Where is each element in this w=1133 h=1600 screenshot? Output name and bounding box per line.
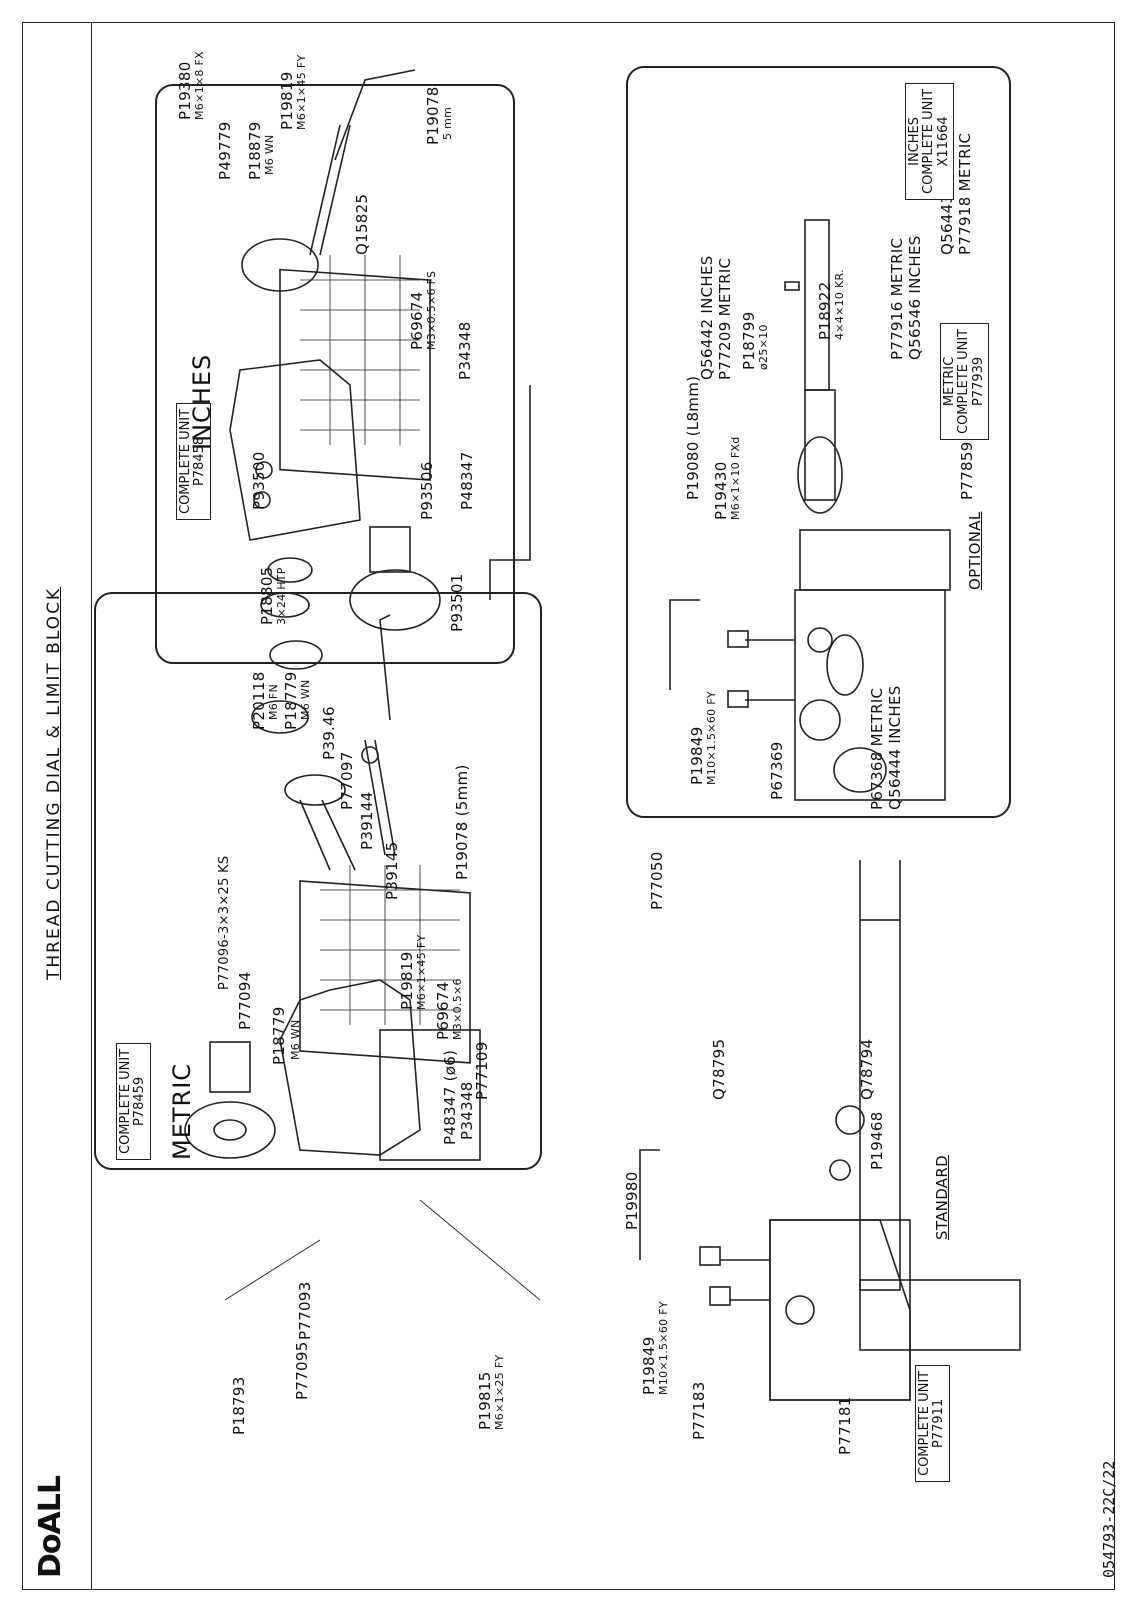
inches-p93500: P93500 (250, 451, 268, 510)
opt-q56444: Q56444 INCHES (886, 685, 904, 810)
leader-lines (224, 1199, 541, 1301)
opt-metric-complete-unit-label: COMPLETE UNIT (956, 328, 972, 434)
opt-p18799: P18799 (740, 311, 758, 370)
metric-p19078: P19078 (5mm) (453, 764, 471, 880)
metric-p18779a: P18779 (282, 671, 300, 730)
opt-p19849-spec: M10×1.5×60 FY (705, 691, 718, 785)
opt-inches-complete-unit-label: COMPLETE UNIT (921, 88, 937, 194)
opt-p19430-spec: M6×1×10 FXd (729, 436, 742, 520)
metric-complete-unit-box: COMPLETE UNIT P78459 (116, 1042, 151, 1160)
std-p19468: P19468 (868, 1111, 886, 1170)
metric-p19815: P19815 (476, 1371, 494, 1430)
std-p19849: P19849 (640, 1336, 658, 1395)
metric-complete-unit-part: P78459 (132, 1076, 148, 1127)
metric-p19815-spec: M6×1×25 FY (493, 1354, 506, 1430)
std-p19849-spec: M10×1.5×60 FY (657, 1301, 670, 1395)
optional-block-drawing (669, 219, 951, 801)
metric-p77097: P77097 (338, 751, 356, 810)
opt-inches-label: INCHES (907, 117, 922, 166)
metric-p19819-spec: M6×1×45 FY (415, 934, 428, 1010)
opt-p18799-spec: ø25×10 (757, 324, 770, 370)
std-p77050: P77050 (648, 851, 666, 910)
std-p77181: P77181 (836, 1396, 854, 1455)
inches-p49779: P49779 (216, 121, 234, 180)
metric-p19819: P19819 (398, 951, 416, 1010)
doc-number: 054793-22C/22 (1100, 1460, 1118, 1578)
inches-p18805: P18805 (258, 566, 276, 625)
metric-p77096: P77096-3×3×25 KS (217, 855, 232, 990)
std-complete-unit-label: COMPLETE UNIT (917, 1370, 932, 1476)
opt-p77918: P77918 METRIC (956, 132, 974, 255)
metric-p3946: P39.46 (320, 706, 338, 760)
inches-p19078-spec: 5 mm (441, 106, 454, 140)
inches-p93506: P93506 (418, 461, 436, 520)
standard-block-drawing (639, 860, 1021, 1401)
inches-q15825: Q15825 (353, 193, 371, 255)
inches-p69674: P69674 (408, 291, 426, 350)
std-complete-unit-box: COMPLETE UNIT P77911 (915, 1364, 950, 1482)
metric-p20118: P20118 (250, 671, 268, 730)
opt-p19849: P19849 (688, 726, 706, 785)
metric-p77109: P77109 (473, 1041, 491, 1100)
std-heading: STANDARD (933, 1155, 951, 1240)
inches-p19078: P19078 (424, 86, 442, 145)
inches-p34348: P34348 (456, 321, 474, 380)
opt-q56546: Q56546 INCHES (906, 235, 924, 360)
inches-p19380-spec: M6×1×8 FX (193, 51, 206, 120)
metric-p77094: P77094 (236, 971, 254, 1030)
inches-p19380: P19380 (176, 61, 194, 120)
inches-p18805-spec: 3×24 HTP (275, 567, 288, 625)
opt-p67369: P67369 (768, 741, 786, 800)
inches-p69674-spec: M3×0.5×6 FS (425, 270, 438, 350)
inches-p18879: P18879 (246, 121, 264, 180)
opt-p18922-spec: 4×4×10 KR. (833, 269, 846, 340)
opt-p77209: P77209 METRIC (716, 257, 734, 380)
opt-p67368: P67368 METRIC (868, 687, 886, 810)
metric-p18779b: P18779 (270, 1006, 288, 1065)
metric-p18793: P18793 (230, 1376, 248, 1435)
metric-p39144: P39144 (358, 791, 376, 850)
inches-p93501: P93501 (448, 573, 466, 632)
metric-p77095: P77095 (293, 1341, 311, 1400)
metric-p48347: P48347 (ø6) (441, 1049, 459, 1145)
std-q78794: Q78794 (858, 1038, 876, 1100)
opt-inches-complete-unit-box: INCHES COMPLETE UNIT X11664 (905, 82, 954, 200)
inches-p19819-spec: M6×1×45 FY (295, 54, 308, 130)
metric-p69674: P69674 (434, 981, 452, 1040)
inches-p19819: P19819 (278, 71, 296, 130)
opt-p77859: P77859 (958, 441, 976, 500)
opt-p19430: P19430 (712, 461, 730, 520)
metric-p34348: P34348 (458, 1081, 476, 1140)
metric-heading: METRIC (168, 1062, 196, 1160)
metric-p77093: P77093 (296, 1281, 314, 1340)
opt-metric-label: METRIC (942, 356, 957, 407)
metric-complete-unit-label: COMPLETE UNIT (118, 1048, 133, 1154)
opt-p19080: P19080 (L8mm) (684, 375, 702, 500)
std-q78795: Q78795 (710, 1038, 728, 1100)
metric-p20118-spec: M6 FN (267, 683, 280, 720)
std-complete-unit-part: P77911 (931, 1398, 947, 1449)
opt-q56442: Q56442 INCHES (698, 255, 716, 380)
std-p77183: P77183 (690, 1381, 708, 1440)
opt-p18922: P18922 (816, 281, 834, 340)
std-p19980: P19980 (623, 1171, 641, 1230)
opt-p77916: P77916 METRIC (888, 237, 906, 360)
metric-housing-drawing (184, 385, 531, 1161)
inches-heading: INCHES (188, 353, 216, 450)
inches-p18879-spec: M6 WN (263, 134, 276, 175)
metric-p39145: P39145 (383, 841, 401, 900)
inches-housing-drawing (229, 69, 441, 631)
opt-inches-complete-unit-part: X11664 (935, 116, 951, 167)
opt-metric-complete-unit-box: METRIC COMPLETE UNIT P77939 (940, 322, 989, 440)
opt-heading: OPTIONAL (966, 511, 984, 590)
opt-metric-complete-unit-part: P77939 (970, 356, 986, 407)
metric-p18779a-spec: M6 WN (299, 679, 312, 720)
metric-p18779b-spec: M6 WN (289, 1019, 302, 1060)
metric-p69674-spec: M3×0.5×6 (451, 978, 464, 1040)
inches-p48347: P48347 (458, 451, 476, 510)
